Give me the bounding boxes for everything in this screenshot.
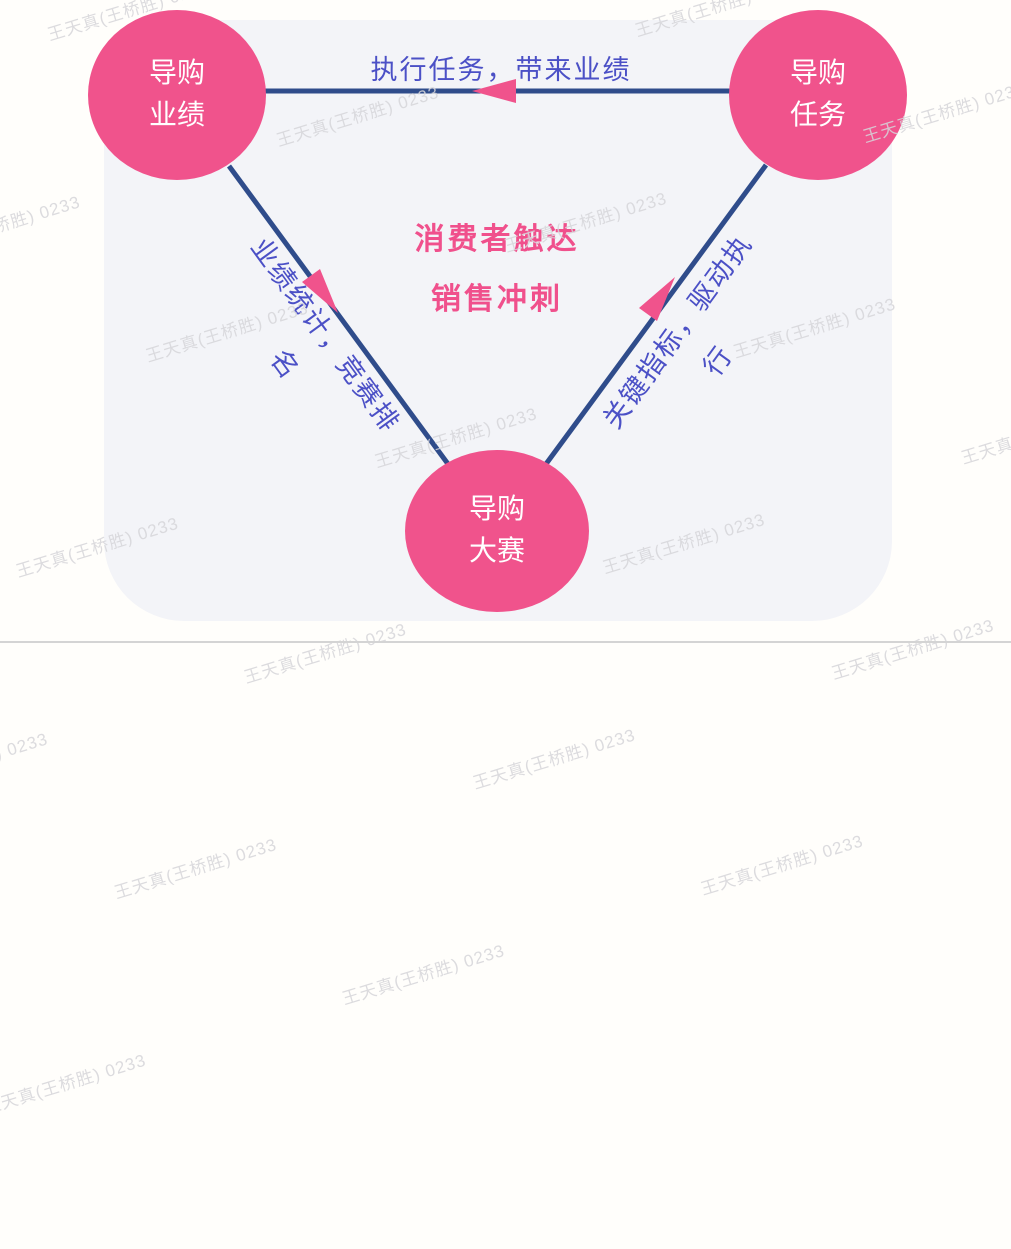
- node-guide-contest-label: 导购大赛: [468, 494, 525, 567]
- edge-lines: [226, 79, 769, 466]
- center-title-line1: 消费者触达: [414, 223, 580, 256]
- watermark-text: 王天真(王桥胜) 0233: [698, 831, 866, 899]
- watermark-text: 王天真(王桥胜) 0233: [470, 725, 638, 793]
- node-guide-task: 导购任务: [729, 10, 907, 180]
- node-guide-performance-label: 导购业绩: [148, 58, 205, 131]
- watermark-text: 王天真(王桥胜) 0233: [340, 940, 508, 1009]
- node-guide-performance: 导购业绩: [88, 10, 266, 180]
- node-guide-task-label: 导购任务: [789, 58, 846, 131]
- arrowhead-down-right-icon: [302, 269, 338, 313]
- diagram-canvas: 执行任务，带来业绩 业绩统计，竞赛排名 关键指标，驱动执行 消费者触达 销售冲刺…: [0, 0, 1011, 1118]
- bottom-border-line: [0, 641, 1011, 643]
- watermark-text: 王天真(王桥胜) 0233: [112, 835, 280, 903]
- arrowhead-up-right-icon: [639, 277, 675, 321]
- arrowhead-left-icon: [472, 79, 516, 103]
- center-title: 消费者触达 销售冲刺: [337, 210, 657, 330]
- node-guide-contest: 导购大赛: [405, 450, 589, 612]
- edge-label-execute-tasks: 执行任务，带来业绩: [370, 55, 632, 85]
- watermark-text: 王天真(王桥胜) 0233: [0, 729, 51, 797]
- edge-performance-to-contest-line: [226, 164, 451, 466]
- center-title-line2: 销售冲刺: [431, 283, 563, 316]
- watermark-text: 王天真(王桥胜) 0233: [0, 1050, 149, 1119]
